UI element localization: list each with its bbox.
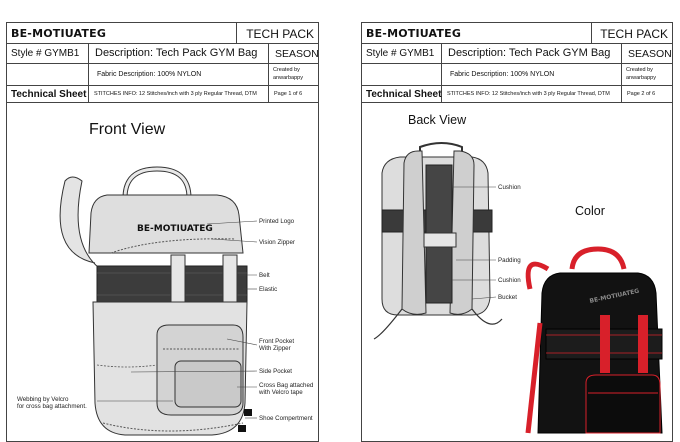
shoulder-strap <box>59 176 100 269</box>
color-strap <box>525 261 550 290</box>
swatch-square-1 <box>244 409 252 416</box>
description-cell: Description: Tech Pack GYM Bag <box>442 44 622 64</box>
label-cushion-top: Cushion <box>498 184 521 191</box>
page-number-cell: Page 1 of 6 <box>269 86 318 103</box>
created-by-label: Created by <box>626 67 653 73</box>
side-pocket <box>96 364 158 368</box>
label-webbing-2: for cross bag attachment. <box>17 403 87 410</box>
brand-name: BE-MOTIUATEG <box>366 27 462 40</box>
style-cell: Style # GYMB1 <box>362 44 442 64</box>
created-cell: Created by anwarbappy <box>622 64 672 86</box>
style-cell: Style # GYMB1 <box>7 44 89 64</box>
style-number: Style # GYMB1 <box>366 48 435 59</box>
label-cushion-bottom: Cushion <box>498 277 521 284</box>
section-cell: Technical Sheet <box>7 86 89 103</box>
section-title: Technical Sheet <box>366 89 442 100</box>
label-printed-logo: Printed Logo <box>259 218 295 225</box>
back-strap-left <box>401 150 427 315</box>
season: SEASON <box>628 48 672 60</box>
page-header: BE-MOTIUATEG TECH PACK Style # GYMB1 Des… <box>362 23 672 103</box>
color-strap-right <box>638 315 648 373</box>
label-side-pocket: Side Pocket <box>259 368 292 375</box>
fabric-description: Fabric Description: 100% NYLON <box>450 71 555 78</box>
description-cell: Description: Tech Pack GYM Bag <box>89 44 269 64</box>
swatch-square-2 <box>238 425 246 432</box>
fabric-description: Fabric Description: 100% NYLON <box>97 71 202 78</box>
label-vision-zipper: Vision Zipper <box>259 239 295 246</box>
description: Description: Tech Pack GYM Bag <box>95 47 258 59</box>
doc-type: TECH PACK <box>600 27 668 41</box>
stitches-cell: STITCHES INFO: 12 Stitches/inch with 3 p… <box>89 86 269 103</box>
label-padding: Padding <box>498 257 521 264</box>
label-with-zipper: With Zipper <box>259 345 291 352</box>
color-front-pocket <box>585 374 661 434</box>
page-header: BE-MOTIUATEG TECH PACK Style # GYMB1 Des… <box>7 23 318 103</box>
page-number: Page 2 of 6 <box>627 91 656 97</box>
back-view-drawing: Cushion Padding Cushion Bucket BE-MOTIUA… <box>373 142 663 434</box>
created-cell: Created by anwarbappy <box>269 64 318 86</box>
season-cell: SEASON <box>269 44 319 64</box>
description: Description: Tech Pack GYM Bag <box>448 47 611 59</box>
callout-lines <box>97 220 258 419</box>
doc-type: TECH PACK <box>246 27 314 41</box>
fabric-cell: Fabric Description: 100% NYLON <box>442 64 622 86</box>
shoe-compartment-zipper <box>102 422 244 432</box>
blank-cell <box>362 64 442 86</box>
front-view-drawing: BE-MOTIUATEG <box>17 166 314 436</box>
fabric-cell: Fabric Description: 100% NYLON <box>89 64 269 86</box>
section-title: Technical Sheet <box>11 89 87 100</box>
section-cell: Technical Sheet <box>362 86 442 103</box>
back-strap-right <box>449 150 475 315</box>
doc-type-cell: TECH PACK <box>237 23 318 44</box>
page-number: Page 1 of 6 <box>274 91 303 97</box>
color-handle <box>569 246 627 270</box>
color-strap-left <box>600 315 610 373</box>
brand-cell: BE-MOTIUATEG <box>362 23 592 44</box>
stitches-cell: STITCHES INFO: 12 Stitches/inch with 3 p… <box>442 86 622 103</box>
label-webbing-1: Webbing by Velcro <box>17 396 69 403</box>
color-side-strap <box>525 322 543 434</box>
color-title: Color <box>575 204 605 218</box>
style-number: Style # GYMB1 <box>11 48 80 59</box>
season-cell: SEASON <box>622 44 672 64</box>
tech-pack-page-2: BE-MOTIUATEG TECH PACK Style # GYMB1 Des… <box>361 22 673 442</box>
back-strap-ends <box>373 308 503 340</box>
brand-cell: BE-MOTIUATEG <box>7 23 237 44</box>
back-padding <box>423 232 457 248</box>
back-callout-lines <box>452 186 497 300</box>
author-name: anwarbappy <box>626 75 656 81</box>
vision-zipper <box>110 238 236 254</box>
back-handle <box>419 142 463 157</box>
author-name: anwarbappy <box>273 75 303 81</box>
printed-logo: BE-MOTIUATEG <box>137 224 213 234</box>
label-elastic: Elastic <box>259 286 277 293</box>
top-handle-inner <box>123 167 191 199</box>
created-by-label: Created by <box>273 67 300 73</box>
label-shoe-compartment: Shoe Compertment <box>259 415 313 422</box>
brand-name: BE-MOTIUATEG <box>11 27 107 40</box>
blank-cell <box>7 64 89 86</box>
cross-bag <box>174 360 242 408</box>
season: SEASON <box>275 48 319 60</box>
label-belt: Belt <box>259 272 270 279</box>
page-number-cell: Page 2 of 6 <box>622 86 672 103</box>
label-bucket: Bucket <box>498 294 517 301</box>
doc-type-cell: TECH PACK <box>592 23 672 44</box>
label-cross-bag-2: with Velcro tape <box>258 389 303 396</box>
front-view-title: Front View <box>89 121 166 138</box>
tech-pack-page-1: BE-MOTIUATEG TECH PACK Style # GYMB1 Des… <box>6 22 319 442</box>
label-front-pocket: Front Pocket <box>259 338 294 345</box>
back-view-title: Back View <box>408 113 467 127</box>
stitches-info: STITCHES INFO: 12 Stitches/inch with 3 p… <box>447 91 610 97</box>
stitches-info: STITCHES INFO: 12 Stitches/inch with 3 p… <box>94 91 257 97</box>
label-cross-bag-1: Cross Bag attached <box>259 382 314 389</box>
